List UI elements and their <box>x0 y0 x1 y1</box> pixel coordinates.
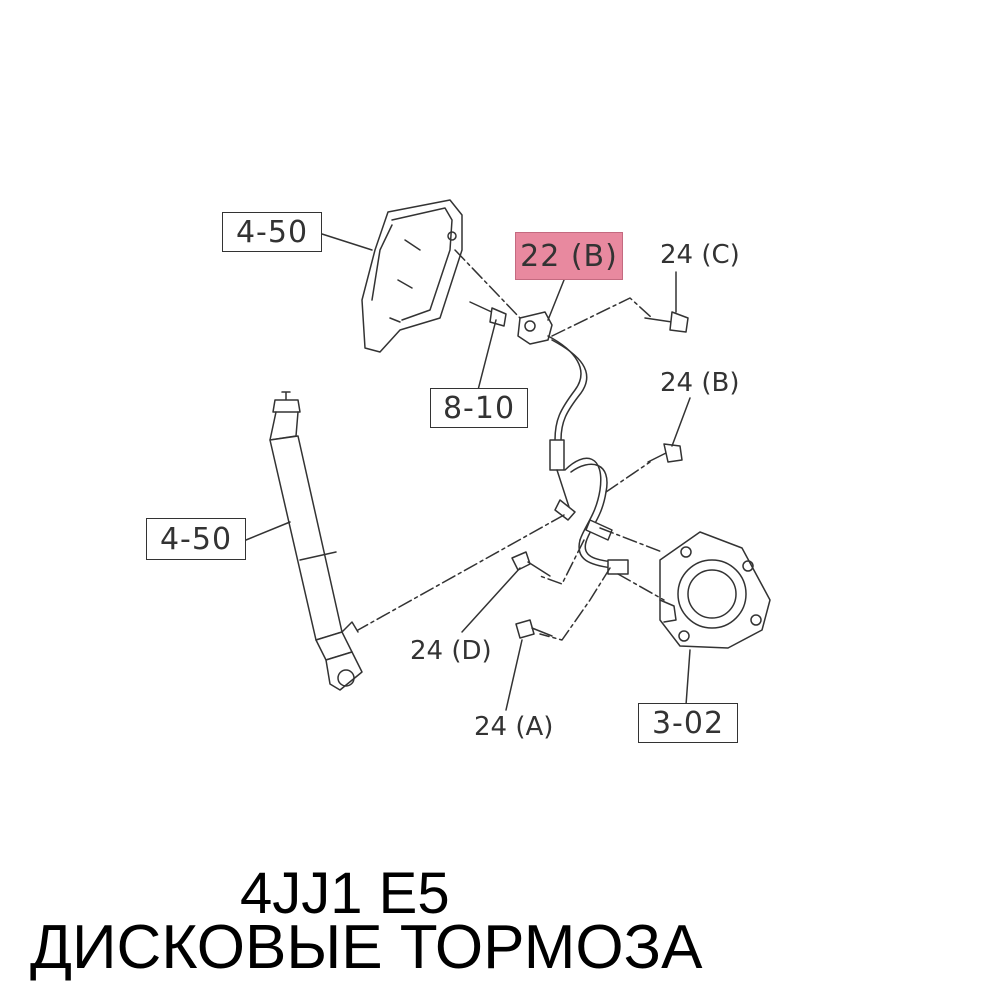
abs-sensor-harness <box>517 311 629 575</box>
upper-bracket-part <box>361 199 463 353</box>
ref-box-abs-sensor[interactable]: 22 (B) <box>515 232 623 280</box>
bolt-c-part <box>644 311 689 333</box>
ref-box-shock-absorber[interactable]: 4-50 <box>146 518 246 560</box>
ref-box-clip[interactable]: 8-10 <box>430 388 528 428</box>
model-caption: 4JJ1 E5 <box>240 861 450 926</box>
section-title: ДИСКОВЫЕ ТОРМОЗА <box>30 913 703 982</box>
ref-label-bolt-d[interactable]: 24 (D) <box>410 636 492 666</box>
ref-label-bolt-a[interactable]: 24 (A) <box>474 712 554 742</box>
bolt-d-part <box>511 551 551 577</box>
ref-box-knuckle[interactable]: 3-02 <box>638 703 738 743</box>
clip-part <box>469 301 507 327</box>
ref-label-bolt-b[interactable]: 24 (B) <box>660 368 740 398</box>
leader-lines <box>245 233 691 711</box>
shock-absorber-part <box>269 391 363 691</box>
knuckle-part <box>659 531 771 649</box>
ref-label-bolt-c[interactable]: 24 (C) <box>660 240 740 270</box>
assembly-lines <box>357 249 665 641</box>
ref-box-upper-bracket[interactable]: 4-50 <box>222 212 322 252</box>
bolt-a-part <box>515 619 553 639</box>
bolt-b-part <box>647 443 683 463</box>
